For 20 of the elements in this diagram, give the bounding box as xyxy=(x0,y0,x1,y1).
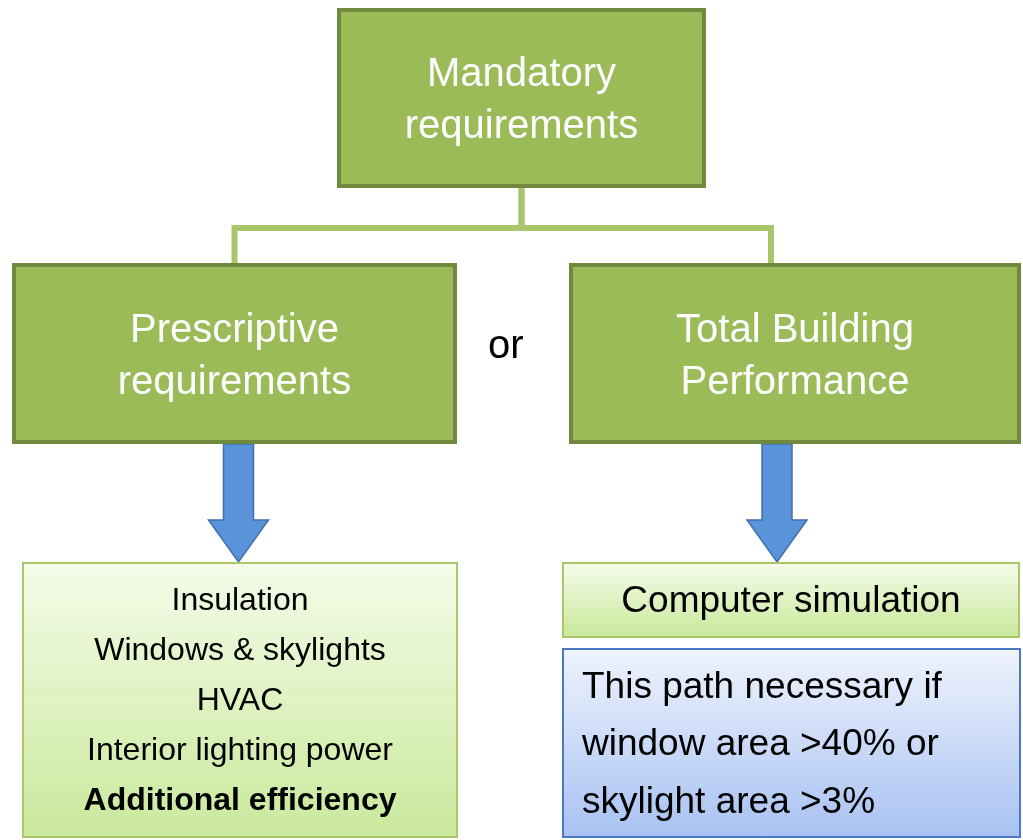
process-box xyxy=(562,562,1020,638)
process-box xyxy=(569,263,1021,444)
list-item: Windows & skylights xyxy=(94,630,386,670)
list-item: Additional efficiency xyxy=(83,779,397,819)
box-label: Total Building Performance xyxy=(675,304,915,404)
list-item: HVAC xyxy=(196,680,284,720)
box-label: Computer simulation xyxy=(621,577,961,622)
connector-line xyxy=(518,188,774,263)
box-label: Prescriptive requirements xyxy=(116,304,353,404)
box-label: Mandatory requirements xyxy=(403,49,640,148)
process-box xyxy=(337,8,706,188)
note-box xyxy=(562,648,1021,838)
box-label: This path necessary if window area >40% or skylight area >3% xyxy=(582,664,943,823)
block-arrow xyxy=(207,443,270,564)
list-item: Interior lighting power xyxy=(87,729,393,769)
process-box xyxy=(12,263,457,444)
block-arrow xyxy=(745,443,809,564)
list-box xyxy=(22,562,458,838)
connector-word: or xyxy=(488,322,524,367)
list-item: Insulation xyxy=(171,580,309,620)
